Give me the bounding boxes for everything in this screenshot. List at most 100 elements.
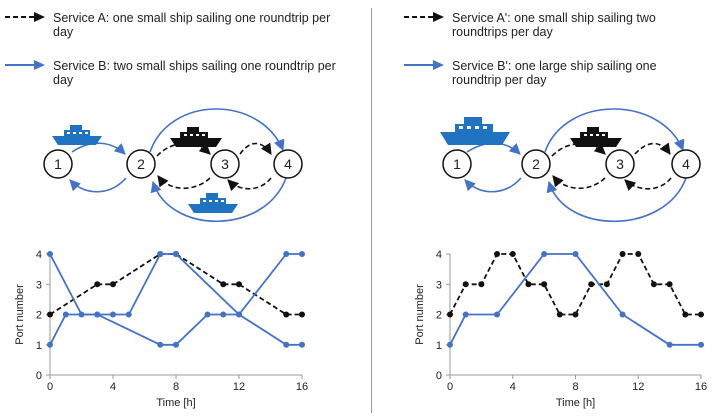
route-bp-outer-return	[546, 177, 687, 222]
node-4: 4	[671, 149, 701, 179]
data-point	[698, 311, 704, 318]
x-tick-label: 8	[572, 381, 578, 393]
network-left: 1 2 3 4	[43, 108, 303, 222]
ship-blue-icon	[52, 125, 102, 145]
data-point	[478, 281, 485, 288]
legend-a-prime-text: Service A': one small ship sailing two r…	[452, 11, 656, 39]
legend-a-text: Service A: one small ship sailing one ro…	[53, 11, 331, 39]
route-a-3-4-top	[239, 142, 272, 155]
data-point	[682, 311, 689, 318]
data-point	[666, 281, 673, 288]
data-point	[283, 311, 290, 318]
data-point	[236, 311, 242, 318]
node-label: 4	[682, 156, 690, 172]
data-point	[635, 251, 642, 257]
data-point	[47, 311, 53, 318]
data-point	[447, 311, 453, 318]
series-line	[449, 253, 701, 316]
data-point	[619, 251, 626, 257]
data-point	[494, 311, 501, 318]
data-point	[236, 281, 242, 288]
legend-a-dashed-arrow	[5, 12, 45, 22]
node-label: 3	[616, 156, 624, 172]
route-ap-4-3-bottom	[624, 177, 672, 191]
route-ap-3-2-bottom	[552, 175, 606, 189]
node-1: 1	[442, 149, 472, 179]
node-3: 3	[605, 149, 635, 179]
data-point	[94, 311, 101, 318]
node-label: 4	[284, 156, 292, 172]
x-tick-label: 16	[695, 381, 707, 393]
x-tick-label: 0	[447, 381, 453, 393]
data-point	[619, 311, 626, 318]
route-b-outer-left	[149, 108, 285, 153]
data-point	[447, 341, 453, 348]
ship-blue-icon	[440, 117, 510, 145]
data-point	[110, 281, 116, 288]
data-point	[220, 281, 227, 288]
panel-divider	[371, 8, 372, 413]
node-label: 1	[453, 156, 461, 172]
series-line	[49, 253, 302, 346]
network-right: 1 2 3 4	[440, 108, 701, 222]
route-b-1-2-top	[71, 142, 126, 155]
data-point	[173, 341, 179, 348]
series-line	[49, 253, 302, 316]
route-ap-3-4-top	[634, 142, 671, 155]
data-point	[62, 311, 69, 318]
y-tick-label: 4	[436, 249, 442, 261]
data-point	[541, 281, 548, 288]
y-tick-label: 4	[36, 249, 42, 261]
data-point	[462, 281, 469, 288]
data-point	[698, 341, 704, 348]
y-tick-label: 2	[36, 310, 42, 322]
legend-a-prime-dashed-arrow	[404, 12, 444, 22]
node-label: 2	[137, 156, 145, 172]
node-label: 1	[54, 156, 62, 172]
data-point	[556, 311, 563, 318]
data-point	[47, 251, 53, 257]
data-point	[173, 251, 179, 257]
y-tick-label: 2	[436, 310, 442, 322]
data-point	[462, 311, 469, 318]
route-a-3-2-bottom	[157, 175, 211, 189]
data-point	[157, 251, 164, 257]
data-point	[650, 281, 657, 288]
legend-b-solid-arrow	[5, 60, 45, 70]
ship-blue-icon	[188, 193, 238, 213]
x-tick-label: 16	[296, 381, 308, 393]
node-1: 1	[43, 149, 73, 179]
data-point	[299, 311, 305, 318]
y-tick-label: 3	[36, 279, 42, 291]
route-bp-2-1-bottom	[464, 177, 522, 193]
data-point	[94, 281, 101, 288]
x-axis-label: Time [h]	[556, 397, 595, 409]
series-line	[449, 253, 701, 346]
node-4: 4	[273, 149, 303, 179]
route-b-outer-left-return	[150, 177, 287, 222]
y-tick-label: 3	[436, 279, 442, 291]
x-tick-label: 12	[632, 381, 644, 393]
node-2: 2	[126, 149, 156, 179]
y-tick-label: 0	[36, 370, 42, 382]
x-tick-label: 8	[173, 381, 179, 393]
x-axis-label: Time [h]	[156, 397, 195, 409]
data-point	[47, 341, 53, 348]
y-axis-label: Port number	[414, 284, 426, 345]
ship-black-icon	[170, 127, 222, 147]
data-point	[110, 311, 116, 318]
legend-b-prime-text: Service B': one large ship sailing one r…	[452, 59, 657, 87]
y-tick-label: 1	[36, 340, 42, 352]
data-point	[220, 311, 227, 318]
node-3: 3	[210, 149, 240, 179]
y-tick-label: 1	[436, 340, 442, 352]
route-bp-outer	[544, 108, 685, 153]
data-point	[509, 251, 516, 257]
y-axis-label: Port number	[14, 284, 26, 345]
data-point	[299, 251, 305, 257]
data-point	[572, 251, 579, 257]
data-point	[283, 251, 290, 257]
data-point	[125, 311, 132, 318]
x-tick-label: 4	[510, 381, 516, 393]
data-point	[157, 341, 164, 348]
